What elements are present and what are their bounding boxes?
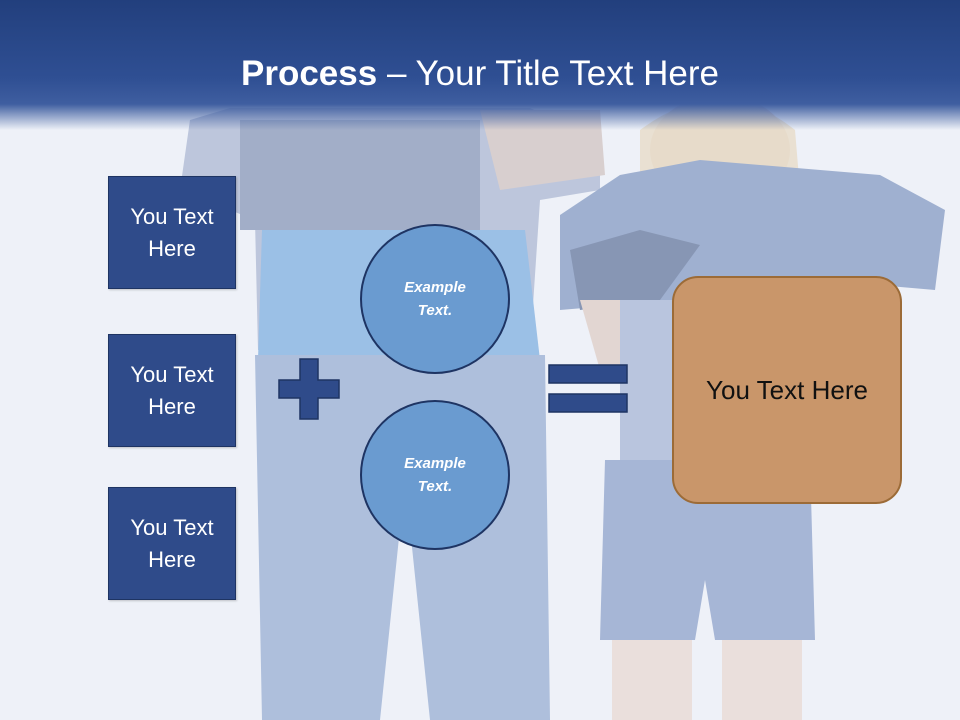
result-box[interactable]: You Text Here xyxy=(672,276,902,504)
title-rest: – Your Title Text Here xyxy=(377,54,719,93)
text-box-line: Here xyxy=(148,546,196,572)
text-box-line: Here xyxy=(148,235,196,261)
plus-icon xyxy=(278,358,340,420)
title-bar xyxy=(0,0,960,130)
page-title: Process – Your Title Text Here xyxy=(0,52,960,96)
circle-line: Example xyxy=(404,455,466,472)
circle-line: Text. xyxy=(417,478,453,495)
text-box-line: Here xyxy=(148,393,196,419)
equals-icon xyxy=(548,364,628,413)
result-text: You Text Here xyxy=(706,374,868,405)
text-box-line: You Text xyxy=(130,514,214,540)
title-bold: Process xyxy=(241,54,378,93)
circle-line: Text. xyxy=(417,302,453,319)
text-box-line: You Text xyxy=(130,361,214,387)
circle-line: Example xyxy=(404,279,466,296)
text-box-line: You Text xyxy=(130,203,214,229)
